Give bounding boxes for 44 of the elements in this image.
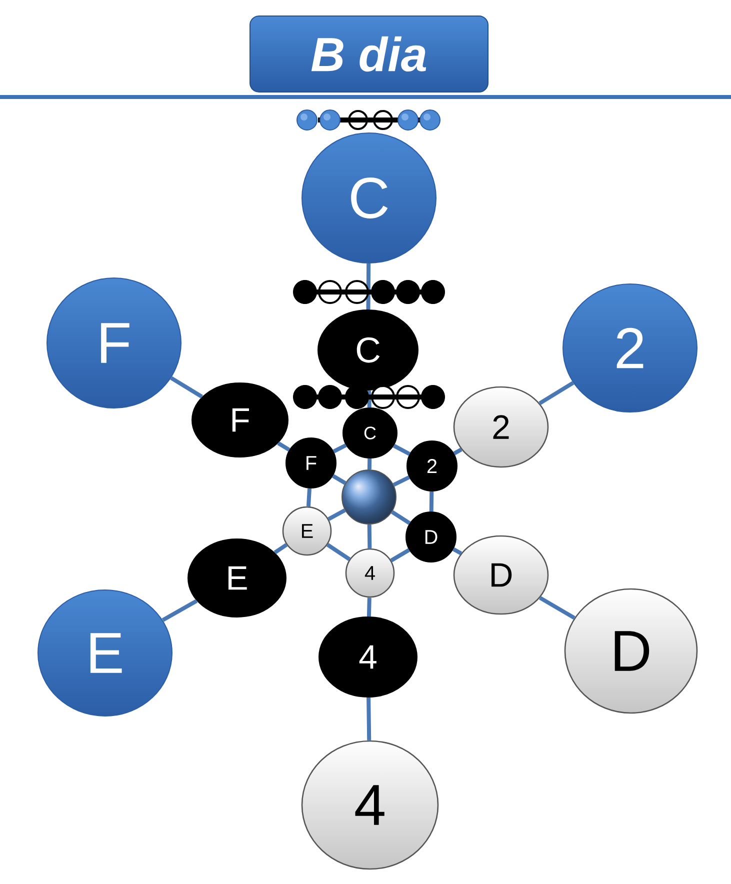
connector-line	[367, 458, 372, 470]
connector-line	[538, 596, 576, 620]
connector-line	[538, 381, 574, 405]
center-sphere	[342, 470, 396, 524]
connector-line	[332, 443, 347, 454]
connector-line	[326, 543, 351, 561]
small-circle-node: 4	[345, 548, 395, 598]
small-circle-node: E	[282, 506, 332, 556]
connector-line	[366, 264, 371, 310]
small-circle-node: D	[406, 512, 456, 562]
connector-line	[306, 488, 312, 507]
connector-line	[162, 599, 198, 622]
connector-line	[366, 598, 372, 617]
connector-line	[328, 508, 346, 521]
ellipse-node: E	[188, 538, 286, 618]
connector-line	[429, 491, 434, 512]
connector-line	[392, 444, 410, 456]
connector-line	[277, 441, 290, 452]
large-circle-node: E	[38, 590, 172, 716]
connector-line	[367, 524, 372, 548]
small-circle-node: C	[342, 408, 398, 458]
ellipse-node: 2	[453, 386, 549, 468]
connector-line	[453, 448, 462, 456]
ellipse-node: D	[453, 535, 549, 615]
connector-line	[366, 390, 372, 408]
connector-line	[392, 475, 410, 487]
connector-line	[170, 376, 203, 398]
large-circle-node: C	[302, 132, 436, 264]
ellipse-node: F	[192, 382, 288, 458]
connector-line	[391, 510, 411, 525]
connector-line	[452, 547, 462, 556]
small-circle-node: F	[286, 438, 336, 488]
connector-line	[274, 543, 288, 554]
connector-line	[332, 474, 346, 485]
connector-line	[366, 697, 372, 740]
small-circle-node: 2	[406, 440, 458, 492]
large-circle-node: F	[46, 278, 182, 408]
large-circle-node: D	[564, 588, 698, 714]
ellipse-node: C	[318, 310, 418, 390]
connector-line	[390, 548, 410, 562]
ellipse-node: 4	[318, 616, 418, 698]
title-banner: B dia	[250, 16, 488, 92]
large-circle-node: 4	[301, 740, 439, 870]
large-circle-node: 2	[562, 284, 698, 412]
